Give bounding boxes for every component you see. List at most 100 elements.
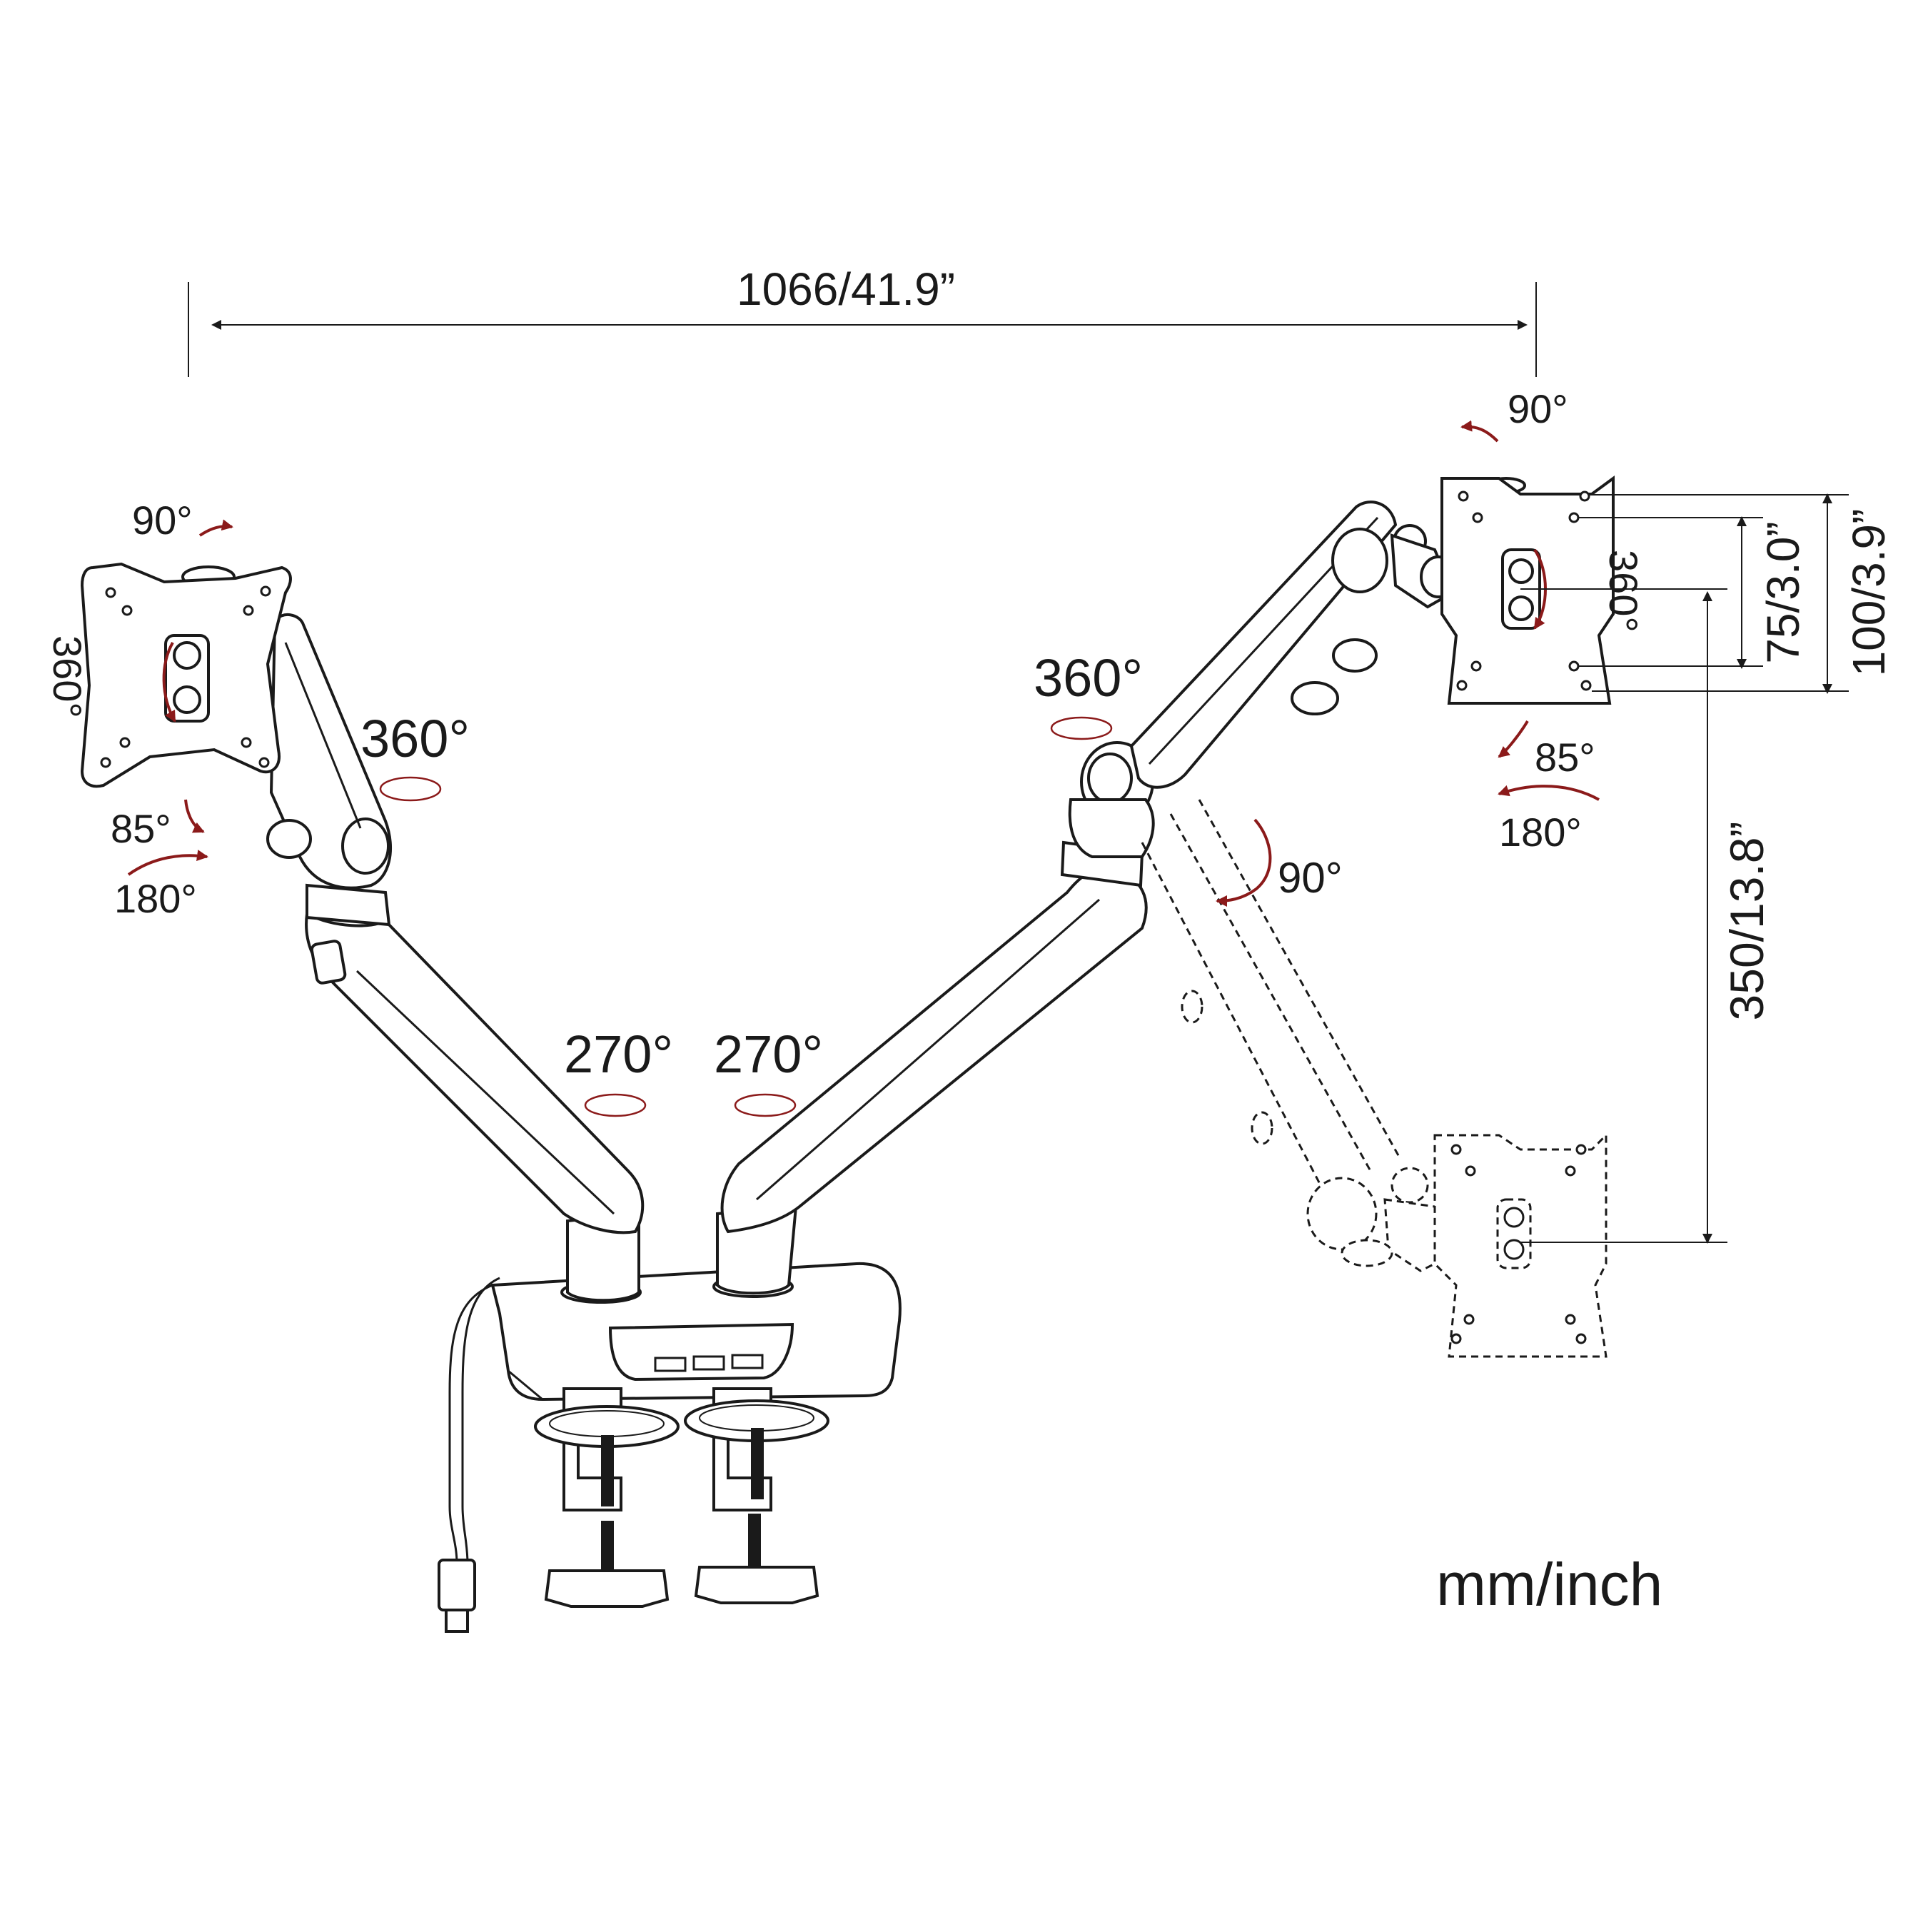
- left-swivel-head-label: 180°: [114, 876, 197, 921]
- right-base-swivel-arrow: [734, 1093, 797, 1117]
- left-swivel-arm-label: 360°: [360, 709, 470, 768]
- right-swivel-arm-label: 360°: [1034, 648, 1143, 708]
- right-swivel-head-arrow: [1498, 785, 1600, 801]
- left-plate-hole: [119, 737, 131, 748]
- width-dimension: 1066/41.9”: [188, 263, 1537, 377]
- left-plate-hole: [260, 585, 271, 597]
- desk-base: [438, 1262, 902, 1633]
- right-base-swivel-label: 270°: [714, 1025, 823, 1084]
- clamp-left: [534, 1387, 680, 1608]
- power-cable: [448, 1284, 493, 1564]
- clamp-right-knob: [694, 1566, 819, 1604]
- clamp-right-screw-top: [751, 1428, 764, 1499]
- lowered-gas-knob-1: [1181, 990, 1203, 1024]
- right-tilt-up-arrow: [1460, 420, 1499, 443]
- right-plate-hole: [1568, 660, 1580, 672]
- left-plate-hole: [243, 605, 254, 616]
- left-lower-arm-groove: [355, 970, 615, 1215]
- left-rotate-arrow: [162, 642, 176, 723]
- units-label: mm/inch: [1436, 1551, 1662, 1618]
- left-plate-hole: [100, 757, 111, 768]
- left-plate-hole: [105, 587, 116, 598]
- lowered-plate-hole: [1575, 1333, 1587, 1344]
- right-dimensions: 350/13.8” 75/3.0” 100/3.9”: [1520, 493, 1894, 1244]
- left-plate-hole: [121, 605, 133, 616]
- usb-port-1: [654, 1357, 687, 1372]
- clamp-left-knob: [544, 1569, 670, 1608]
- left-plate-hole: [241, 737, 252, 748]
- right-tilt-down-label: 85°: [1535, 735, 1595, 780]
- right-tilt-down-arrow: [1498, 720, 1529, 758]
- left-swivel-head-arrow: [127, 850, 208, 876]
- usb-plug-tip: [445, 1609, 469, 1633]
- usb-plug: [438, 1559, 476, 1611]
- width-label: 1066/41.9”: [737, 263, 955, 315]
- right-plate-hole: [1470, 660, 1482, 672]
- left-pole: [566, 1212, 640, 1302]
- right-head-joint: [1331, 528, 1388, 593]
- lowered-arm-edge-3: [1198, 799, 1400, 1157]
- clamp-right: [684, 1387, 829, 1604]
- lowered-arm-foot: [1341, 1239, 1393, 1267]
- lowered-plate-hole: [1450, 1144, 1462, 1155]
- right-swivel-head-label: 180°: [1499, 810, 1582, 855]
- right-plate-hole: [1472, 512, 1483, 523]
- usb-port-2: [692, 1355, 725, 1371]
- left-arm: [266, 613, 645, 1302]
- right-arm-lowered: [1141, 799, 1607, 1358]
- vesa-small-label: 75/3.0”: [1757, 521, 1809, 663]
- clamp-left-screw-top: [601, 1435, 614, 1506]
- right-lower-arm: [720, 865, 1148, 1234]
- left-rotate-label: 360°: [45, 635, 90, 718]
- lowered-head-joint: [1306, 1177, 1378, 1251]
- lowered-plate-hole: [1465, 1165, 1476, 1177]
- right-plate-hole: [1458, 490, 1469, 502]
- lowered-arm-edge-2: [1169, 813, 1372, 1172]
- left-tilt-knob: [266, 819, 312, 859]
- lowered-arm-edge-1: [1141, 842, 1322, 1186]
- right-gas-knob-2: [1332, 638, 1378, 673]
- left-tilt-down-arrow: [184, 799, 205, 833]
- right-plate-hole: [1580, 680, 1592, 691]
- left-upper-arm-cap: [341, 817, 390, 875]
- left-base-swivel-label: 270°: [564, 1025, 673, 1084]
- left-plate-hole: [258, 757, 270, 768]
- right-gas-knob-1: [1291, 681, 1339, 715]
- left-plate-bolt-1: [173, 641, 201, 670]
- left-tilt-up-label: 90°: [132, 498, 193, 543]
- lowered-plate-hole: [1565, 1314, 1576, 1325]
- base-edge: [508, 1369, 543, 1401]
- lowered-plate-bolt-2: [1503, 1239, 1525, 1260]
- right-tilt-up-label: 90°: [1508, 386, 1568, 431]
- right-plate-bolt-2: [1508, 595, 1534, 621]
- right-lower-arm-groove: [756, 898, 1100, 1201]
- right-vesa-plate: [1440, 476, 1615, 705]
- right-plate-hole: [1456, 680, 1468, 691]
- usb-port-3: [731, 1354, 764, 1369]
- left-arm-lock: [310, 940, 347, 985]
- left-swivel-arm-arrow: [379, 776, 442, 802]
- right-lift-arrow: [1216, 818, 1272, 907]
- left-base-swivel-arrow: [584, 1093, 647, 1117]
- right-elbow-base: [1068, 798, 1155, 858]
- lowered-plate-hole: [1575, 1144, 1587, 1155]
- left-plate-bolt-2: [173, 685, 201, 714]
- left-joint-collar: [306, 883, 391, 927]
- lowered-head-knob: [1391, 1167, 1429, 1204]
- right-plate-hole: [1568, 512, 1580, 523]
- lowered-plate-hole: [1450, 1333, 1462, 1344]
- right-elbow-cap: [1087, 753, 1133, 804]
- lowered-head-bracket: [1383, 1198, 1450, 1272]
- right-swivel-arm-arrow: [1050, 716, 1113, 740]
- left-tilt-down-label: 85°: [111, 806, 171, 851]
- lowered-plate-bolt-1: [1503, 1207, 1525, 1228]
- left-tilt-up-arrow: [198, 519, 233, 537]
- right-plate-hole: [1579, 490, 1590, 502]
- height-label: 350/13.8”: [1720, 822, 1773, 1021]
- lowered-plate-hole: [1463, 1314, 1475, 1325]
- right-lift-label: 90°: [1278, 854, 1343, 902]
- right-plate-bolt-1: [1508, 558, 1534, 584]
- power-cable-inner: [461, 1277, 500, 1564]
- right-rotate-label: 360°: [1601, 550, 1646, 633]
